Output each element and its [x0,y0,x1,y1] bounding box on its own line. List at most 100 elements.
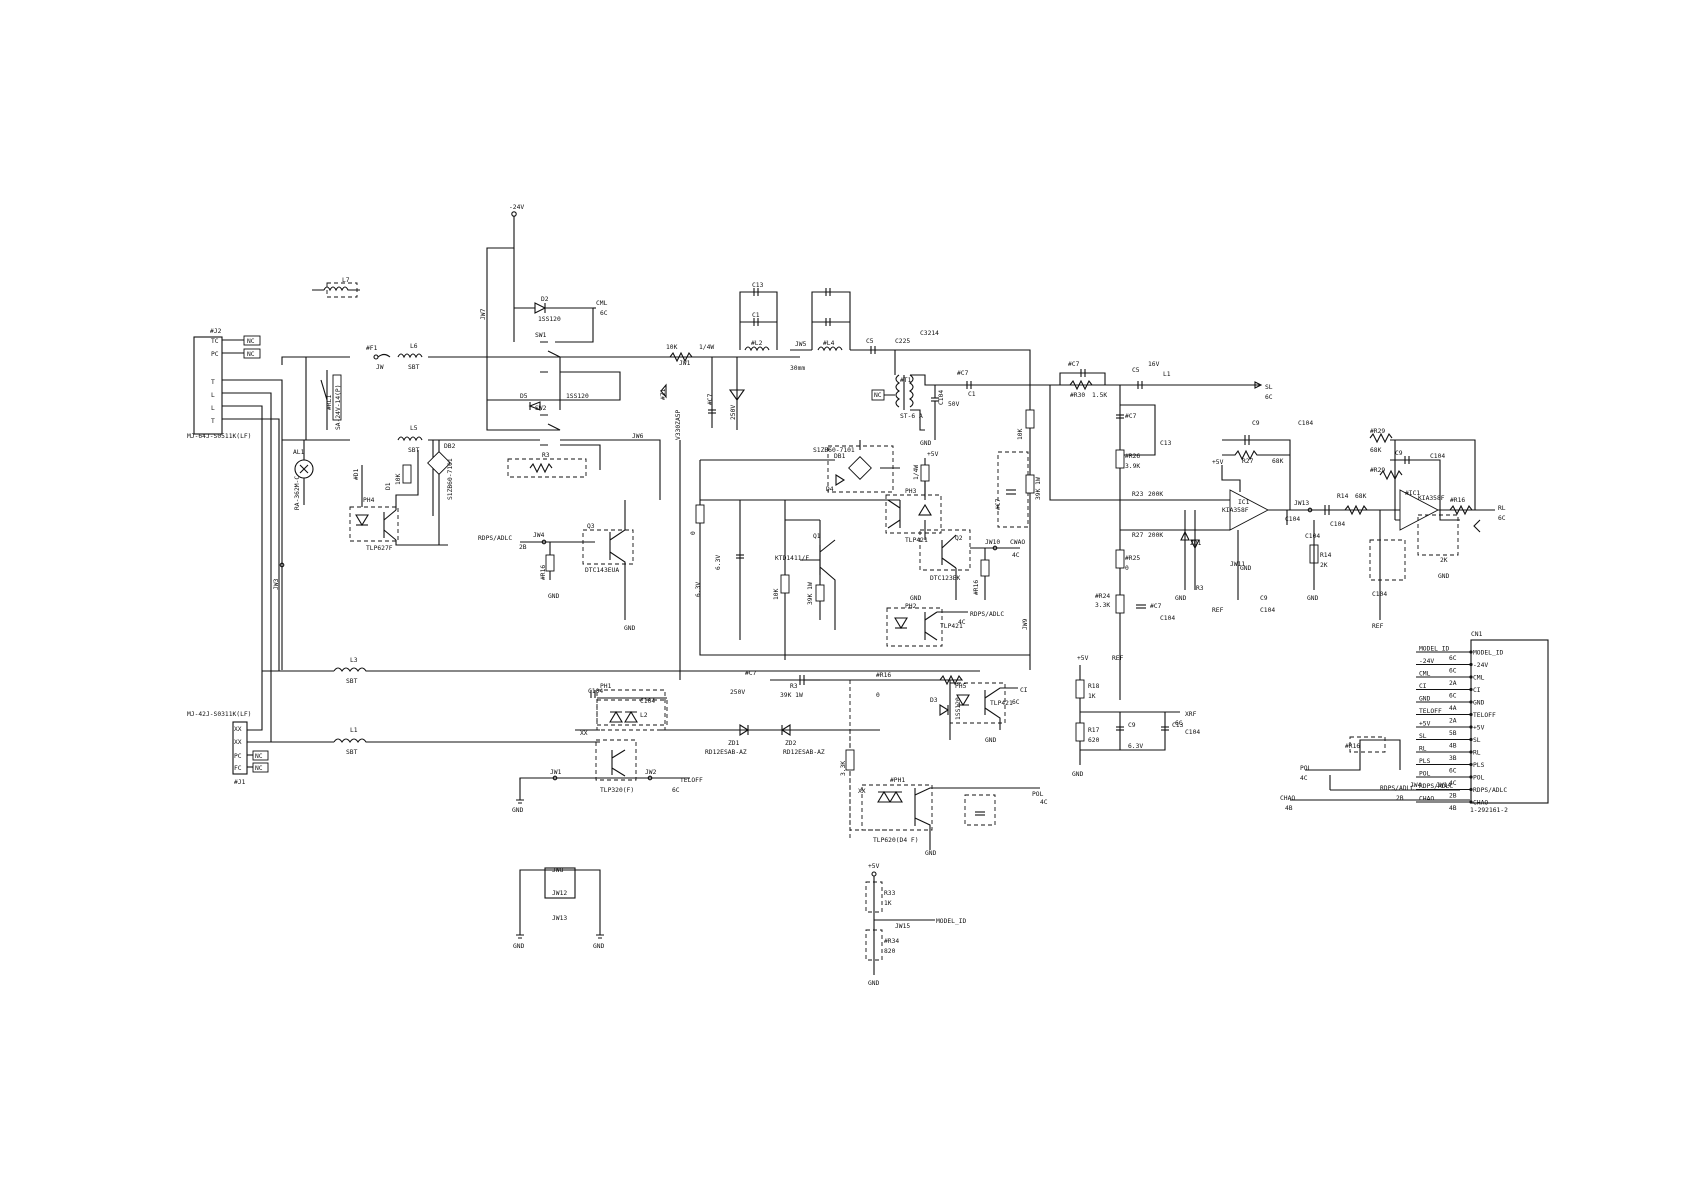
rl-label: RL [1498,505,1506,512]
jw7-label: JW7 [480,308,487,320]
ref-label-1: REF [1112,655,1124,662]
c22-label-r: #C7 [1125,413,1137,420]
pol-label-r: POL [1300,765,1312,772]
r15-label: 10K [395,473,402,485]
cn1-pin-dot [1469,762,1473,767]
al1-label: AL1 [293,449,305,456]
rdps-label: RDPS/ADLC [478,535,512,542]
jw1-label: JW1 [550,769,562,776]
r33-val: 1K [884,900,892,907]
cn1-signal: TELOFF [1473,712,1496,719]
j1-pin-xx1: XX [234,726,242,733]
rdps2-label: RDPS/ADLC [970,611,1004,618]
model-id-divider: +5V R33 1K JW15 MODEL_ID #R34 820 GND [865,863,967,987]
q2-part: DTC123EK [930,575,961,582]
relay-rl1: #RL1 SA-24V-14(P) [320,370,342,431]
gnd-label-5: GND [1240,565,1252,572]
ic1b-part: KIA358F [1418,495,1445,502]
ak-label: XX [858,788,866,795]
d3-part: 1SS120 [955,697,962,720]
r4-label: 10K [1017,428,1024,440]
db2-part: S1ZB60-7101 [447,458,454,500]
j1-pin-xx2: XX [234,739,242,746]
jw4-label: JW4 [533,532,545,539]
cn1-left-signal: CI [1419,683,1427,690]
cn1-signal: RDPS/ADLC [1473,787,1507,794]
cn1-pin-dot [1469,800,1473,804]
inductor-l5: L5 SBT [397,425,423,454]
r37-label: #R16 [1450,497,1465,504]
cn1-pin-dot [1469,687,1473,692]
rdps-net: 2B [519,544,527,551]
cml-label: CML [596,300,608,307]
switch-sw2: SW2 [486,357,601,470]
cn1-net: 4B [1449,805,1457,812]
r17-val: 620 [1088,737,1100,744]
c104-label: C104 [1298,420,1313,427]
ic1-part: KIA358F [1222,507,1249,514]
inductor-l1-label: L1 [350,727,358,734]
cn1-left-signal: CHAO [1419,796,1434,803]
pol-net-r: 4C [1300,775,1308,782]
jw13-label: JW13 [552,915,567,922]
bridge-db1: S1ZB60-7101 DB1 D4 [700,440,900,493]
sl-label: SL [1265,384,1273,391]
teloff-out: JW1 JW2 TELOFF 6C GND [512,769,703,814]
r5-label: 39K 1W [1035,477,1042,500]
ph1b-label: #PH1 [890,777,905,784]
gnd-label-6: GND [1175,595,1187,602]
photocoupler-ph5: PH5 TLP421 CI 6C GND [949,682,1028,744]
c29-label: L2 [640,712,648,719]
r26-label: #R26 [1125,453,1140,460]
d5-part: 1SS120 [566,393,589,400]
cn1-signal: -24V [1473,662,1488,669]
al1-device: AL1 RA-362M-C [293,440,314,510]
jw13-label: JW13 [1294,500,1309,507]
jw15-label: JW15 [895,923,910,930]
zener-pair: ZD1 R3 REF GND [1175,510,1224,614]
inductor-l6-val: SBT [408,364,420,371]
j2-pin-t: T [211,379,215,386]
cn1-net: 5B [1449,730,1457,737]
r31-label: #R29 [1370,467,1385,474]
photocoupler-ph4: PH4 TLP627F [349,450,448,552]
cwao-out: JW10 CWAO 4C #R16 [970,539,1025,600]
r34-label: #R34 [884,938,899,945]
j2-nc-2: NC [247,351,255,358]
cn1-net: 4B [1449,743,1457,750]
r26-val: 3.9K [1125,463,1140,470]
q3-part: DTC143EUA [585,567,619,574]
switch-sw1: SW1 [500,332,621,410]
r1-ref: JW1 [679,360,691,367]
cn1-left-signal: SL [1419,733,1427,740]
c22-label: 6.3V [715,555,722,570]
cn1-pin-dot [1469,675,1473,679]
d3-label: D3 [930,697,938,704]
cn1-net: 6C [1449,655,1457,662]
c17-label: #C7 [1150,603,1162,610]
gnd-label-9: GND [985,737,997,744]
cn1-left-signal: CML [1419,671,1431,678]
cn1-left-signal: RL [1419,746,1427,753]
jw5-label: JW5 [795,341,807,348]
cn1-signal: PLS [1473,762,1485,769]
j2-pin-t2: T [211,418,215,425]
j1-pin-pc: PC [234,753,242,760]
ref-label-3: REF [1372,623,1384,630]
cwao-label: CWAO [1010,539,1025,546]
resistor-r2-box: R3 [507,452,587,478]
cwao-net: 4C [1012,552,1020,559]
c1-ref: C1 [968,391,976,398]
r3-val: 39K 1W [780,692,803,699]
diode-d5: D5 1SS120 [520,393,589,411]
c4-label: C5 [866,338,874,345]
cn1-left-signal: GND [1419,696,1431,703]
inductor-l6: L6 SBT [397,343,423,371]
d5-label: D5 [520,393,528,400]
relay-rl1-part: SA-24V-14(P) [335,385,342,431]
plus5v-4: +5V [868,863,880,870]
cn1-left-signal: TELOFF [1419,708,1442,715]
r29-label: #R29 [1370,428,1385,435]
cap-c-label: #D1 [353,468,360,480]
